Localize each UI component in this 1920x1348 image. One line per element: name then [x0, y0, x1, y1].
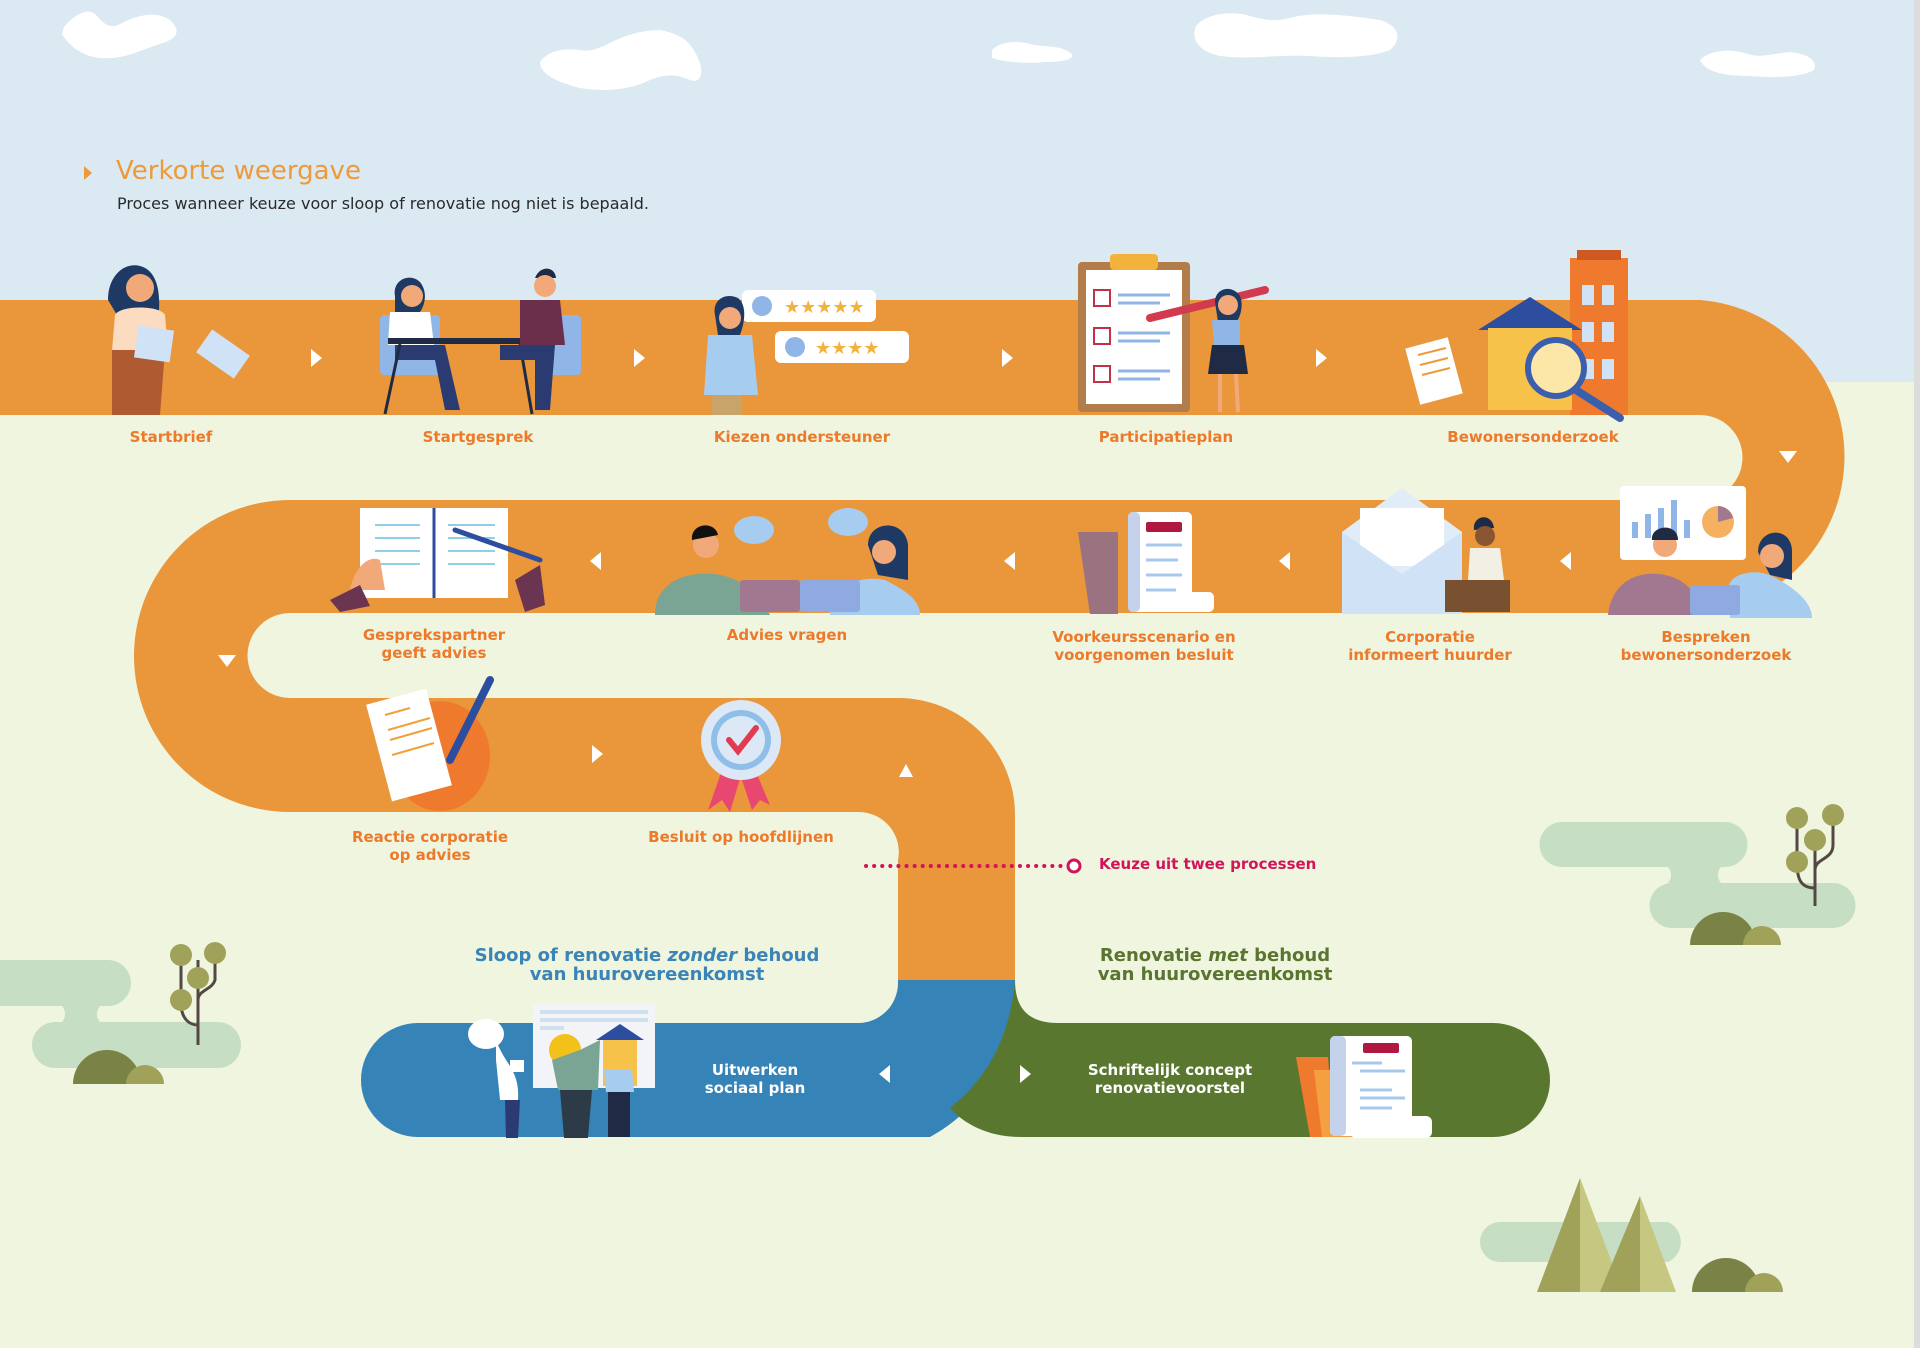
arrow-left-icon [1560, 552, 1571, 570]
branch-title-left-pre: Sloop of renovatie [474, 945, 668, 966]
step-label-voorkeursscenario: Voorkeursscenario en voorgenomen besluit [1052, 628, 1236, 664]
arrow-left-icon [1004, 552, 1015, 570]
page-title: Verkorte weergave [116, 156, 361, 186]
step-label-corporatie-informeert: Corporatie informeert huurder [1348, 628, 1512, 664]
right-landscape [1539, 804, 1856, 945]
team-presentation-icon [468, 1003, 655, 1138]
arrow-down-icon [218, 655, 236, 667]
branch-title-left-em: zonder [667, 945, 738, 966]
step-label-participatieplan: Participatieplan [1098, 428, 1234, 446]
page-edge [1914, 0, 1920, 1348]
presentation-chart-icon [1608, 486, 1812, 618]
lane-label-sociaal-plan: Uitwerken sociaal plan [704, 1061, 806, 1097]
step-label-startbrief: Startbrief [129, 428, 213, 446]
document-folder-icon [1078, 512, 1214, 614]
arrow-right-icon [1020, 1065, 1031, 1083]
conversation-laptops-icon [655, 508, 920, 615]
step-label-startgesprek: Startgesprek [422, 428, 534, 446]
arrow-right-icon [634, 349, 645, 367]
lane-label-renovatievoorstel: Schriftelijk concept renovatievoorstel [1087, 1061, 1253, 1097]
bottom-landscape [1480, 1178, 1783, 1292]
arrow-right-icon [592, 745, 603, 763]
woman-with-letter-icon [108, 265, 250, 415]
caret-right-icon [84, 166, 92, 180]
arrow-left-icon [590, 552, 601, 570]
arrow-left-icon [1279, 552, 1290, 570]
branch-title-left-post: behoud [737, 945, 820, 966]
step-label-kiezen-ondersteuner: Kiezen ondersteuner [713, 428, 891, 446]
branch-title-with-lease: Renovatie met behoud van huurovereenkoms… [1098, 946, 1333, 984]
step-label-gesprekspartner: Gesprekspartner geeft advies [362, 626, 506, 662]
arrow-right-icon [1002, 349, 1013, 367]
cloud-icon [1700, 50, 1815, 78]
arrow-left-icon [879, 1065, 890, 1083]
clouds [62, 11, 1815, 90]
decision-marker [864, 858, 1082, 874]
branch-title-without-lease: Sloop of renovatie zonder behoud van huu… [475, 946, 820, 984]
reviewing-document-icon [330, 508, 545, 612]
blue-lane [361, 980, 1015, 1137]
signed-letter-icon [366, 676, 494, 811]
envelope-letter-icon [1342, 488, 1510, 614]
award-ribbon-icon [701, 700, 781, 812]
step-label-reactie-corporatie: Reactie corporatie op advies [351, 828, 509, 864]
arrow-right-icon [1316, 349, 1327, 367]
cloud-icon [992, 42, 1073, 63]
step-label-besluit-hoofdlijnen: Besluit op hoofdlijnen [648, 828, 834, 846]
decision-label: Keuze uit twee processen [1099, 855, 1317, 873]
branch-title-right-pre: Renovatie [1099, 945, 1209, 966]
rating-stars-icon: ★★★★★ ★★★★ [704, 290, 909, 415]
step-label-advies-vragen: Advies vragen [726, 626, 848, 644]
orange-road [0, 300, 1845, 980]
step-label-bewonersonderzoek: Bewonersonderzoek [1447, 428, 1619, 446]
direction-arrows [218, 349, 1797, 1083]
branch-title-right-em: met [1208, 945, 1248, 966]
cloud-icon [540, 30, 702, 90]
checklist-clipboard-icon [1078, 254, 1269, 413]
step-label-bespreken-bewonersonderzoek: Bespreken bewonersonderzoek [1620, 628, 1792, 664]
branch-title-left-line2: van huurovereenkomst [529, 964, 765, 985]
meeting-at-table-icon [380, 268, 581, 415]
document-scroll-icon [1296, 1036, 1432, 1138]
branch-title-right-line2: van huurovereenkomst [1097, 964, 1333, 985]
svg-text:★★★★★: ★★★★★ [784, 297, 865, 318]
left-landscape [0, 942, 241, 1084]
branch-title-right-post: behoud [1247, 945, 1331, 966]
page-subtitle: Proces wanneer keuze voor sloop of renov… [117, 194, 649, 213]
svg-text:★★★★: ★★★★ [815, 338, 880, 359]
house-magnifier-icon [1405, 250, 1628, 422]
cloud-icon [62, 11, 177, 59]
green-lane [950, 980, 1550, 1137]
cloud-icon [1194, 13, 1398, 58]
arrow-up-icon [899, 764, 913, 777]
arrow-down-icon [1779, 451, 1797, 463]
arrow-right-icon [311, 349, 322, 367]
